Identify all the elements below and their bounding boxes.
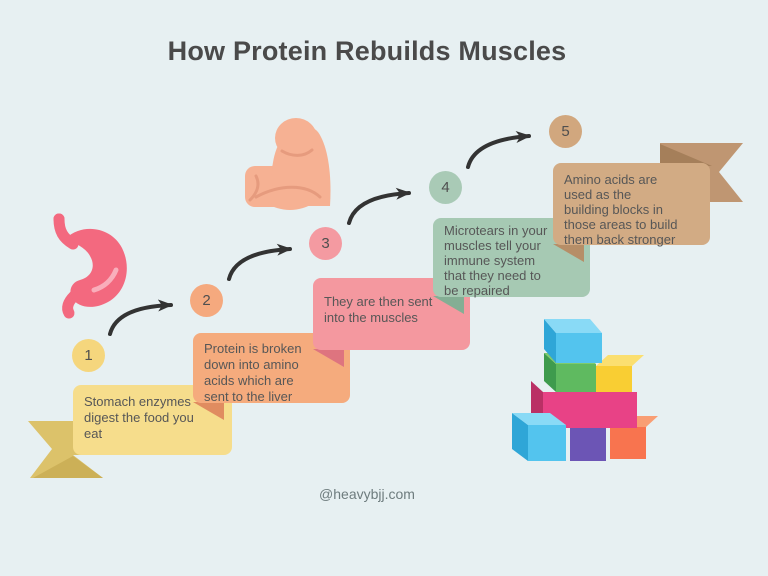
stomach-icon bbox=[53, 213, 127, 319]
step-5-fold bbox=[553, 244, 584, 262]
step-4-box: Microtears in your muscles tell your imm… bbox=[433, 218, 590, 298]
watermark: @heavybjj.com bbox=[319, 486, 415, 502]
building-blocks-icon bbox=[512, 319, 658, 461]
arrow-4-5-icon bbox=[466, 130, 531, 169]
step-2-badge: 2 bbox=[190, 284, 223, 317]
step-arrows bbox=[108, 130, 531, 336]
step-1-badge: 1 bbox=[72, 339, 105, 372]
ribbon-left-fold bbox=[33, 456, 103, 478]
step-5-box: Amino acids are used as the building blo… bbox=[553, 163, 710, 247]
step-4-badge: 4 bbox=[429, 171, 462, 204]
step-3-fold bbox=[313, 349, 344, 367]
step-5-badge: 5 bbox=[549, 115, 582, 148]
arrow-1-2-icon bbox=[108, 299, 173, 336]
stomach-highlight bbox=[91, 267, 119, 293]
page-title: How Protein Rebuilds Muscles bbox=[167, 36, 567, 66]
step-4-fold bbox=[433, 296, 464, 314]
step-3-badge: 3 bbox=[309, 227, 342, 260]
arrow-2-3-icon bbox=[227, 243, 292, 281]
bicep-icon bbox=[245, 118, 331, 210]
arrow-3-4-icon bbox=[347, 187, 411, 225]
step-2-fold bbox=[193, 402, 224, 420]
ribbon-right-fold bbox=[660, 144, 712, 166]
stomach-body bbox=[66, 228, 127, 307]
